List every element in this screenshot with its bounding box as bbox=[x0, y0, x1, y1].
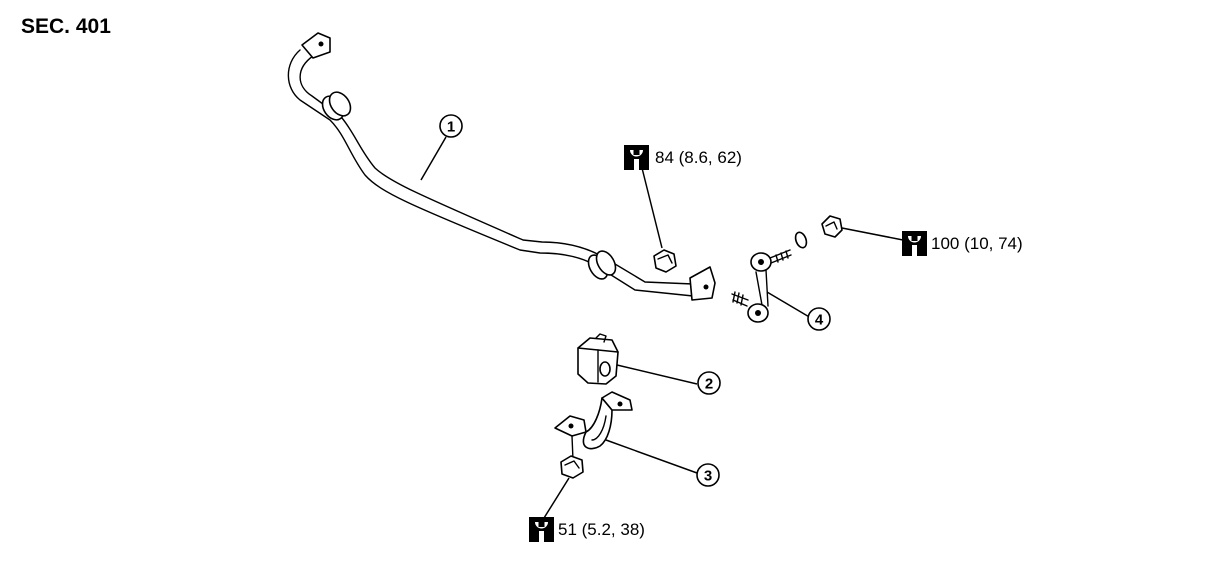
torque-spec-right-text: 100 (10, 74) bbox=[931, 234, 1023, 253]
torque-wrench-icon bbox=[529, 517, 554, 542]
torque-spec-bottom-text: 51 (5.2, 38) bbox=[558, 520, 645, 539]
leader-lines bbox=[420, 136, 904, 519]
callout-3-label: 3 bbox=[704, 468, 712, 485]
torque-spec-top-text: 84 (8.6, 62) bbox=[655, 148, 742, 167]
callout-3: 3 bbox=[696, 463, 720, 487]
washer-and-nut bbox=[794, 215, 843, 249]
nut-top bbox=[653, 249, 677, 273]
callout-4-label: 4 bbox=[815, 312, 824, 329]
callout-1: 1 bbox=[439, 114, 463, 138]
stabilizer-clamp bbox=[554, 391, 633, 450]
stabilizer-bar bbox=[287, 32, 716, 301]
callout-4: 4 bbox=[807, 307, 831, 331]
torque-spec-right: 100 (10, 74) bbox=[902, 231, 1023, 256]
section-title: SEC. 401 bbox=[21, 15, 111, 38]
callout-2-label: 2 bbox=[705, 376, 713, 393]
torque-spec-top: 84 (8.6, 62) bbox=[624, 145, 742, 170]
callout-1-label: 1 bbox=[447, 119, 455, 136]
callout-2: 2 bbox=[697, 371, 721, 395]
torque-wrench-icon bbox=[624, 145, 649, 170]
stabilizer-connecting-rod bbox=[731, 249, 792, 323]
torque-wrench-icon bbox=[902, 231, 927, 256]
nut-bottom bbox=[560, 435, 584, 479]
stabilizer-bushing bbox=[577, 333, 619, 385]
torque-spec-bottom: 51 (5.2, 38) bbox=[529, 517, 645, 542]
